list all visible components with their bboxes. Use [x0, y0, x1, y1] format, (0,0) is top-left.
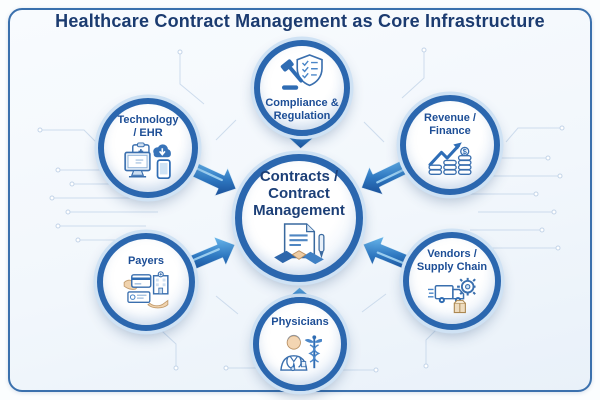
circuit-trace	[215, 295, 239, 315]
node-payers-label: Payers	[127, 255, 165, 268]
circuit-node-dot	[55, 167, 61, 173]
circuit-trace	[40, 129, 99, 145]
contract-document-handshake-icon	[274, 222, 325, 264]
physician-doctor-caduceus-icon	[280, 334, 322, 372]
circuit-trace	[179, 52, 205, 105]
dollar-glyph: $	[463, 148, 468, 157]
node-physicians: Physicians	[253, 297, 347, 391]
node-physicians-label: Physicians	[271, 316, 329, 329]
circuit-trace	[363, 121, 385, 143]
circuit-node-dot	[173, 365, 179, 371]
circuit-trace	[215, 119, 237, 141]
circuit-node-dot	[373, 367, 379, 373]
circuit-node-dot	[555, 245, 561, 251]
circuit-node-dot	[223, 365, 229, 371]
node-compliance-regulation: Compliance & Regulation	[254, 40, 350, 136]
node-payers: Payers	[97, 233, 195, 331]
arrow-highlight	[187, 163, 223, 182]
node-revenue-finance: Revenue / Finance $	[400, 95, 500, 195]
revenue-coin-stacks-growth-arrow-icon: $	[428, 142, 472, 176]
circuit-node-dot	[65, 209, 71, 215]
circuit-node-dot	[557, 173, 563, 179]
circuit-trace	[361, 293, 387, 313]
circuit-node-dot	[423, 363, 429, 369]
circuit-node-dot	[69, 181, 75, 187]
vendors-truck-gear-box-icon	[428, 278, 476, 314]
circuit-node-dot	[177, 49, 183, 55]
node-technology-label: Technology / EHR	[117, 113, 179, 139]
circuit-node-dot	[545, 155, 551, 161]
node-contract-management-hub: Contracts / Contract Management	[235, 154, 363, 282]
node-revenue-label: Revenue / Finance	[424, 111, 476, 137]
circuit-trace	[401, 50, 425, 99]
circuit-node-dot	[55, 223, 61, 229]
node-vendors-label: Vendors / Supply Chain	[416, 247, 488, 273]
circuit-node-dot	[75, 237, 81, 243]
circuit-node-dot	[533, 191, 539, 197]
circuit-node-dot	[539, 227, 545, 233]
circuit-node-dot	[559, 125, 565, 131]
circuit-node-dot	[421, 47, 427, 53]
circuit-node-dot	[49, 195, 55, 201]
center-label: Contracts / Contract Management	[253, 168, 345, 219]
circuit-node-dot	[551, 209, 557, 215]
ehr-technology-monitor-cloud-tablet-icon	[124, 142, 171, 180]
circuit-trace	[505, 127, 562, 143]
circuit-node-dot	[37, 127, 43, 133]
node-compliance-label: Compliance & Regulation	[265, 96, 339, 122]
page-title: Healthcare Contract Management as Core I…	[55, 11, 545, 31]
compliance-gavel-shield-icon	[280, 53, 323, 90]
node-vendors-supply-chain: Vendors / Supply Chain	[403, 232, 501, 330]
payers-card-hospital-check-hands-icon	[123, 271, 169, 309]
node-technology-ehr: Technology / EHR	[98, 98, 198, 198]
